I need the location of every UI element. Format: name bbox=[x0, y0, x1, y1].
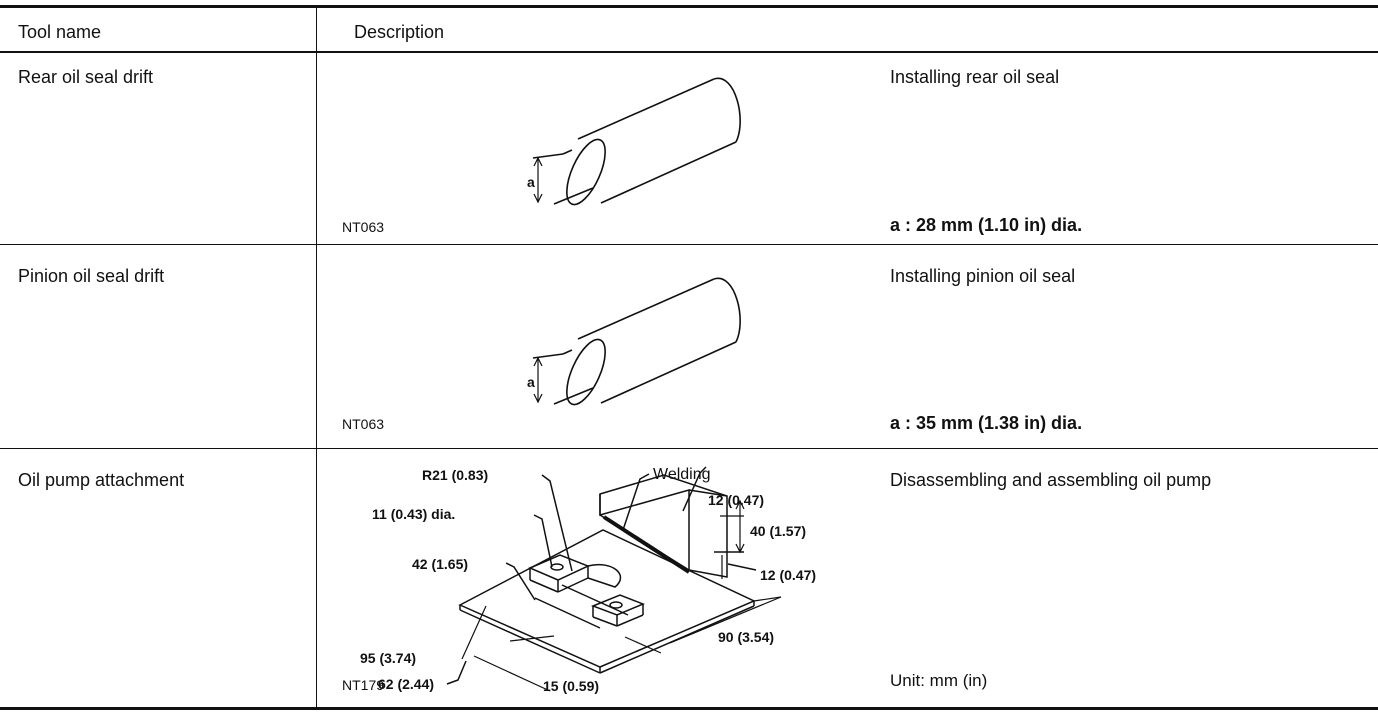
table-bottom-rule bbox=[0, 707, 1378, 710]
dimension-side-thickness: 12 (0.47) bbox=[760, 567, 816, 583]
column-divider bbox=[316, 8, 317, 708]
dimension-top-thickness: 12 (0.47) bbox=[708, 492, 764, 508]
dimension-width: 90 (3.54) bbox=[718, 629, 774, 645]
dimension-depth: 42 (1.65) bbox=[412, 556, 468, 572]
header-tool-name: Tool name bbox=[18, 22, 102, 42]
welding-label: Welding bbox=[653, 466, 711, 483]
row-divider bbox=[0, 448, 1378, 449]
tool-spec: a : 35 mm (1.38 in) dia. bbox=[890, 413, 1083, 433]
header-description: Description bbox=[354, 22, 445, 42]
dimension-slot: 15 (0.59) bbox=[543, 678, 599, 694]
tool-name: Oil pump attachment bbox=[18, 470, 185, 490]
oil-pump-attachment-figure: R21 (0.83) 11 (0.43) dia. 12 (0.47) 40 (… bbox=[360, 466, 816, 694]
tool-usage: Installing rear oil seal bbox=[890, 67, 1060, 87]
figure-code: NT063 bbox=[342, 219, 385, 235]
dimension-label: a bbox=[527, 374, 535, 390]
header-rule bbox=[0, 51, 1378, 53]
row-divider bbox=[0, 244, 1378, 245]
figure-code: NT179 bbox=[342, 677, 385, 693]
tool-usage: Installing pinion oil seal bbox=[890, 266, 1076, 286]
tool-name: Pinion oil seal drift bbox=[18, 266, 165, 286]
dimension-inner-length: 62 (2.44) bbox=[378, 676, 434, 692]
table-top-rule bbox=[0, 5, 1378, 8]
tool-name: Rear oil seal drift bbox=[18, 67, 154, 87]
tool-usage: Disassembling and assembling oil pump bbox=[890, 470, 1212, 490]
dimension-label: a bbox=[527, 174, 535, 190]
dimension-hole: 11 (0.43) dia. bbox=[372, 506, 455, 522]
drift-figure: a bbox=[527, 277, 741, 406]
unit-note: Unit: mm (in) bbox=[890, 671, 988, 690]
figure-code: NT063 bbox=[342, 416, 385, 432]
drift-figure: a bbox=[527, 77, 741, 206]
dimension-length: 95 (3.74) bbox=[360, 650, 416, 666]
dimension-radius: R21 (0.83) bbox=[422, 467, 488, 483]
dimension-height: 40 (1.57) bbox=[750, 523, 806, 539]
tool-spec: a : 28 mm (1.10 in) dia. bbox=[890, 215, 1083, 235]
